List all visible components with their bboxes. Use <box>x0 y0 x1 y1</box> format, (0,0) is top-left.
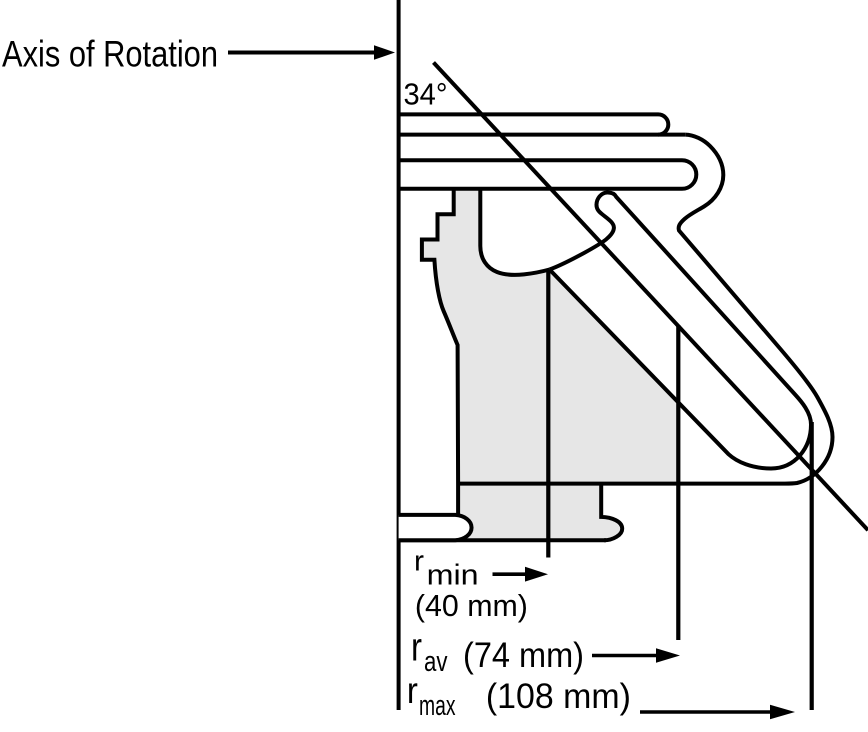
svg-text:Axis of Rotation: Axis of Rotation <box>2 34 218 75</box>
svg-text:r: r <box>407 670 418 711</box>
svg-text:r: r <box>414 546 424 578</box>
svg-text:(40 mm): (40 mm) <box>415 588 528 623</box>
svg-text:r: r <box>411 626 422 670</box>
svg-text:min: min <box>427 560 479 592</box>
svg-text:(74 mm): (74 mm) <box>463 636 584 675</box>
svg-text:(108 mm): (108 mm) <box>486 677 631 716</box>
svg-text:max: max <box>419 690 456 722</box>
svg-text:34°: 34° <box>404 77 448 112</box>
svg-text:av: av <box>424 646 448 678</box>
